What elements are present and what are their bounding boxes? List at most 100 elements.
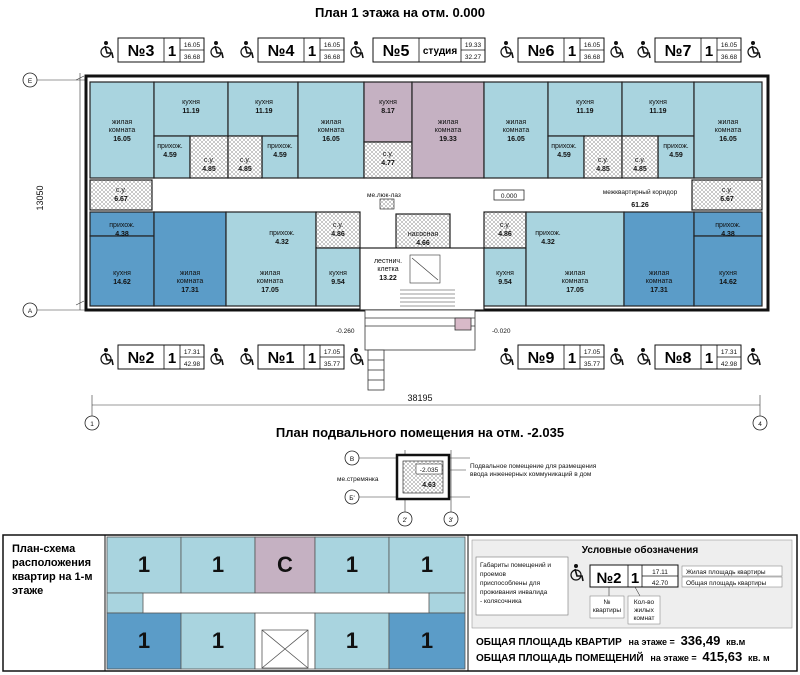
dimension-lines [35,73,761,420]
room-area: 11.19 [649,108,666,115]
room-name: жилая [112,119,133,126]
apartment-total: 36.68 [584,54,601,61]
legend-title: Условные обозначения [582,544,699,556]
rooms-bottom [89,211,763,311]
room-name: комната [715,127,742,134]
room-name: кухня [182,99,200,106]
room-name: комната [562,278,589,285]
room-label: прихож.4.59 [267,143,293,159]
room-name: комната [435,127,462,134]
room-area: 11.19 [182,108,199,115]
axis-b-label: В [350,456,354,463]
apartment-rooms: 1 [568,350,576,367]
room-area: 17.05 [261,287,279,294]
apartment-living: 19.33 [465,42,482,49]
apartment-total: 36.68 [324,54,341,61]
wheelchair-icon [500,347,514,366]
room-name: кухня [576,99,594,106]
basement-ladder: ме.стремянка [337,476,379,483]
scheme-cell-8: 1 [346,628,358,653]
room-area: 4.38 [721,231,735,238]
scheme-cell-7: 1 [212,628,224,653]
room-area: 13.22 [379,275,397,282]
room-name: прихож. [157,143,183,150]
room-name: кухня [379,99,397,106]
room-total-on: на этаже = [650,653,696,663]
room-area: 16.05 [113,136,131,143]
wheelchair-icon [747,347,761,366]
corridor-area: 61.26 [631,202,649,209]
room-label: прихож.4.32 [535,230,561,246]
basement-level: -2.035 [420,467,439,474]
room-labels: жилаякомната16.05кухня11.19прихож.4.59с.… [109,99,742,294]
height-dimension: 13050 [35,185,45,210]
room-area: 16.05 [507,136,525,143]
scheme-cell-4: 1 [346,552,358,577]
legend-sample-total: 42.70 [652,580,669,587]
room-name: комната [318,127,345,134]
apartment-living: 17.31 [721,349,738,356]
apartment-number: №7 [665,43,692,60]
room-label: прихож. 4.38 [715,222,741,238]
apartment-number: №3 [128,43,155,60]
apartment-number: №1 [268,350,295,367]
room-area: 4.85 [596,166,610,173]
apartment-total: 42.98 [721,361,738,368]
room-name: с.у. [722,187,732,194]
room-name: комната [177,278,204,285]
legend-sample-living: 17.11 [652,569,668,576]
scheme-cell-1: 1 [138,552,150,577]
legend-living-label: Жилая площадь квартиры [686,569,766,576]
room-name: жилая [649,270,670,277]
room-name: жилая [260,270,281,277]
scheme-cell-6: 1 [138,628,150,653]
room-label: с.у.6.67 [114,187,128,203]
room-name: комната [109,127,136,134]
axis-1-label: 1 [90,421,94,428]
axis-b2-label: Б' [349,495,355,502]
apartment-living: 17.31 [184,349,201,356]
room-total-label: ОБЩАЯ ПЛОЩАДЬ ПОМЕЩЕНИЙ [476,651,644,664]
apt-total-unit: кв.м [726,637,746,647]
room-label: прихож.4.59 [551,143,577,159]
room-area: 4.59 [163,152,177,159]
room-area: 17.31 [181,287,199,294]
room-label: с.у.4.85 [633,157,647,173]
room-area: 17.31 [650,287,668,294]
room-area: 4.66 [416,240,430,247]
apt-total-value: 336,49 [681,633,721,648]
room-name: жилая [506,119,527,126]
room-label: с.у.4.85 [238,157,252,173]
wheelchair-icon [210,347,224,366]
apartment-rooms: студия [423,46,458,57]
room-name: прихож. [715,222,741,229]
wheelchair-icon [350,40,364,59]
apartment-number: №6 [528,43,555,60]
room-area: 14.62 [719,279,737,286]
entry-level-right: -0.020 [492,328,511,335]
apartment-total: 36.68 [184,54,201,61]
room-area: 4.85 [202,166,216,173]
axis-markers: Е А 1 4 [22,72,768,431]
